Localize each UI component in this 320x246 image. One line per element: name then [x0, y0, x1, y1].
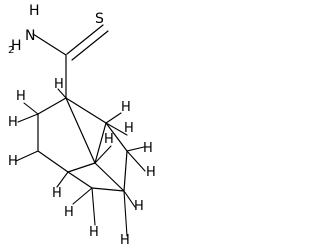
atom-label-s: S — [95, 11, 104, 27]
h-stub-left-mid — [15, 150, 39, 162]
ring-bond-inner-bridge-3 — [94, 162, 125, 192]
atom-label-h-right-lower: H — [146, 165, 156, 180]
h-stub-right-top-1 — [105, 112, 122, 124]
atom-label-h: H — [11, 38, 22, 54]
thio-double-bond-a — [66, 24, 104, 55]
ring-bond-top-right-link — [65, 97, 96, 164]
h-stub-left-low — [56, 171, 69, 188]
atom-label-h-upper-left: H — [16, 89, 26, 104]
atom-label-h-bottom-left: H — [64, 205, 74, 220]
atom-label-h-bottom-right: H — [134, 199, 144, 214]
atom-label-h-bottom-center: H — [89, 225, 99, 240]
structure-svg: H N H 2 S H H H H H H H H H H H H H H — [8, 3, 156, 246]
h-stub-bottom-right — [123, 190, 136, 208]
amine-bond — [32, 33, 67, 56]
h-stub-upper-left-1 — [23, 102, 39, 115]
ring-bond-lower-left — [37, 150, 69, 173]
thio-double-bond-b — [71, 30, 109, 61]
ring-bond-right-upper — [65, 97, 107, 124]
h-stub-bottom-left — [72, 187, 93, 205]
atom-label-n: N — [25, 28, 35, 44]
h-stub-center — [94, 145, 112, 164]
atom-label-h-subscript: 2 — [8, 45, 14, 56]
atom-label-h-bottom-far-right: H — [120, 233, 130, 246]
chemical-structure-diagram: H N H 2 S H H H H H H H H H H H H H H — [8, 3, 156, 246]
ring-bond-top-left — [37, 97, 67, 115]
atom-label-h-center-top: H — [54, 77, 64, 92]
h-stub-top — [57, 88, 67, 99]
atom-label-h-right-upper: H — [124, 121, 134, 136]
ring-bond-inner-bridge — [94, 122, 107, 164]
atom-labels: H N H 2 S H H H H H H H H H H H H H H — [8, 3, 156, 246]
ring-bond-bottom — [91, 187, 125, 192]
ring-bond-lower-center — [67, 171, 93, 189]
skeletal-bonds — [32, 24, 128, 192]
atom-label-h-center: H — [104, 132, 114, 147]
atom-label-h-left-low: H — [52, 186, 62, 201]
atom-label-h-right-mid: H — [143, 141, 153, 156]
ring-bond-right-bottom — [123, 150, 128, 192]
h-stub-right-mid — [126, 146, 145, 152]
h-stub-bottom-far-right — [123, 190, 128, 237]
atom-label-h-left-mid: H — [8, 154, 18, 169]
h-stub-bottom-center — [91, 187, 96, 226]
hydrogen-bonds — [15, 88, 146, 237]
ring-bond-inner-bridge-2 — [67, 162, 96, 173]
h-stub-right-top-2 — [105, 122, 128, 136]
atom-label-h-top: H — [29, 3, 40, 19]
atom-label-h-left-top: H — [8, 115, 18, 130]
ring-bond-right-down — [105, 122, 128, 152]
atom-label-h-right-top: H — [121, 100, 131, 115]
h-stub-upper-left-2 — [17, 113, 39, 123]
h-stub-right-lower — [126, 150, 146, 172]
